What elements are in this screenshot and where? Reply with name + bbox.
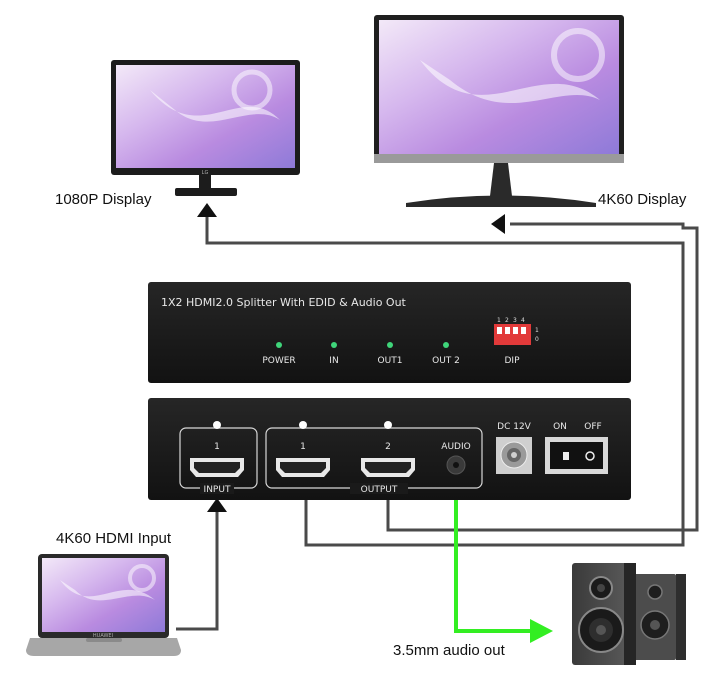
- label-1080p-display: 1080P Display: [55, 191, 152, 208]
- led-out1-label: OUT1: [378, 356, 403, 366]
- dip-switch: 1 2 3 4 1 0 DIP: [494, 317, 539, 366]
- off-label: OFF: [584, 422, 601, 432]
- hdmi-input-port: [190, 458, 244, 477]
- on-label: ON: [553, 422, 567, 432]
- monitor-brand-logo: LG: [202, 170, 209, 176]
- led-in-label: IN: [329, 356, 338, 366]
- audio-label: AUDIO: [441, 442, 470, 452]
- output-port-2-number: 2: [385, 442, 391, 452]
- dc-12v-label: DC 12V: [497, 422, 532, 432]
- monitor-4k60: [374, 15, 624, 207]
- input-port-number: 1: [214, 442, 220, 452]
- led-out2-label: OUT 2: [432, 356, 460, 366]
- svg-text:1: 1: [497, 317, 501, 324]
- output-port-1-number: 1: [300, 442, 306, 452]
- label-audio-out: 3.5mm audio out: [393, 642, 506, 659]
- arrow-to-4k60: [491, 214, 505, 234]
- led-in: IN: [329, 342, 339, 366]
- laptop-base: [26, 638, 181, 656]
- hdmi-output-port-1: [276, 458, 330, 477]
- dip-label: DIP: [504, 356, 520, 366]
- svg-text:1: 1: [535, 327, 539, 334]
- laptop-brand-logo: HUAWEI: [93, 633, 113, 639]
- output-label: OUTPUT: [361, 485, 398, 495]
- audio-cable: [454, 483, 535, 633]
- monitor-4k60-stand: [406, 195, 596, 207]
- arrow-to-1080p: [197, 203, 217, 217]
- monitor-4k60-screen: [379, 20, 619, 154]
- arrow-to-speaker: [530, 619, 553, 643]
- front-panel-title: 1X2 HDMI2.0 Splitter With EDID & Audio O…: [161, 296, 407, 309]
- laptop: HUAWEI: [26, 554, 181, 656]
- monitor-1080p-stand: [175, 188, 237, 196]
- svg-text:3: 3: [513, 317, 517, 324]
- input-label: INPUT: [204, 485, 231, 495]
- led-power: POWER: [262, 342, 296, 366]
- label-hdmi-input: 4K60 HDMI Input: [56, 530, 172, 547]
- svg-text:0: 0: [535, 336, 539, 343]
- hdmi-cable-4k60: [386, 222, 699, 532]
- led-out2: OUT 2: [432, 342, 460, 366]
- splitter-front-panel: 1X2 HDMI2.0 Splitter With EDID & Audio O…: [148, 282, 631, 383]
- hdmi-cable-input: [176, 510, 219, 631]
- svg-text:4: 4: [521, 317, 525, 324]
- label-4k60-display: 4K60 Display: [598, 191, 687, 208]
- monitor-1080p: LG: [111, 60, 300, 196]
- hdmi-output-port-2: [361, 458, 415, 477]
- hdmi-cable-1080p: [205, 215, 685, 547]
- speakers: [572, 563, 686, 665]
- splitter-rear-panel: 1 INPUT 1 2 AUDIO OUTPUT DC 12V: [148, 398, 631, 500]
- svg-text:2: 2: [505, 317, 509, 324]
- led-power-label: POWER: [262, 356, 295, 366]
- arrow-to-input: [207, 498, 227, 512]
- led-out1: OUT1: [378, 342, 403, 366]
